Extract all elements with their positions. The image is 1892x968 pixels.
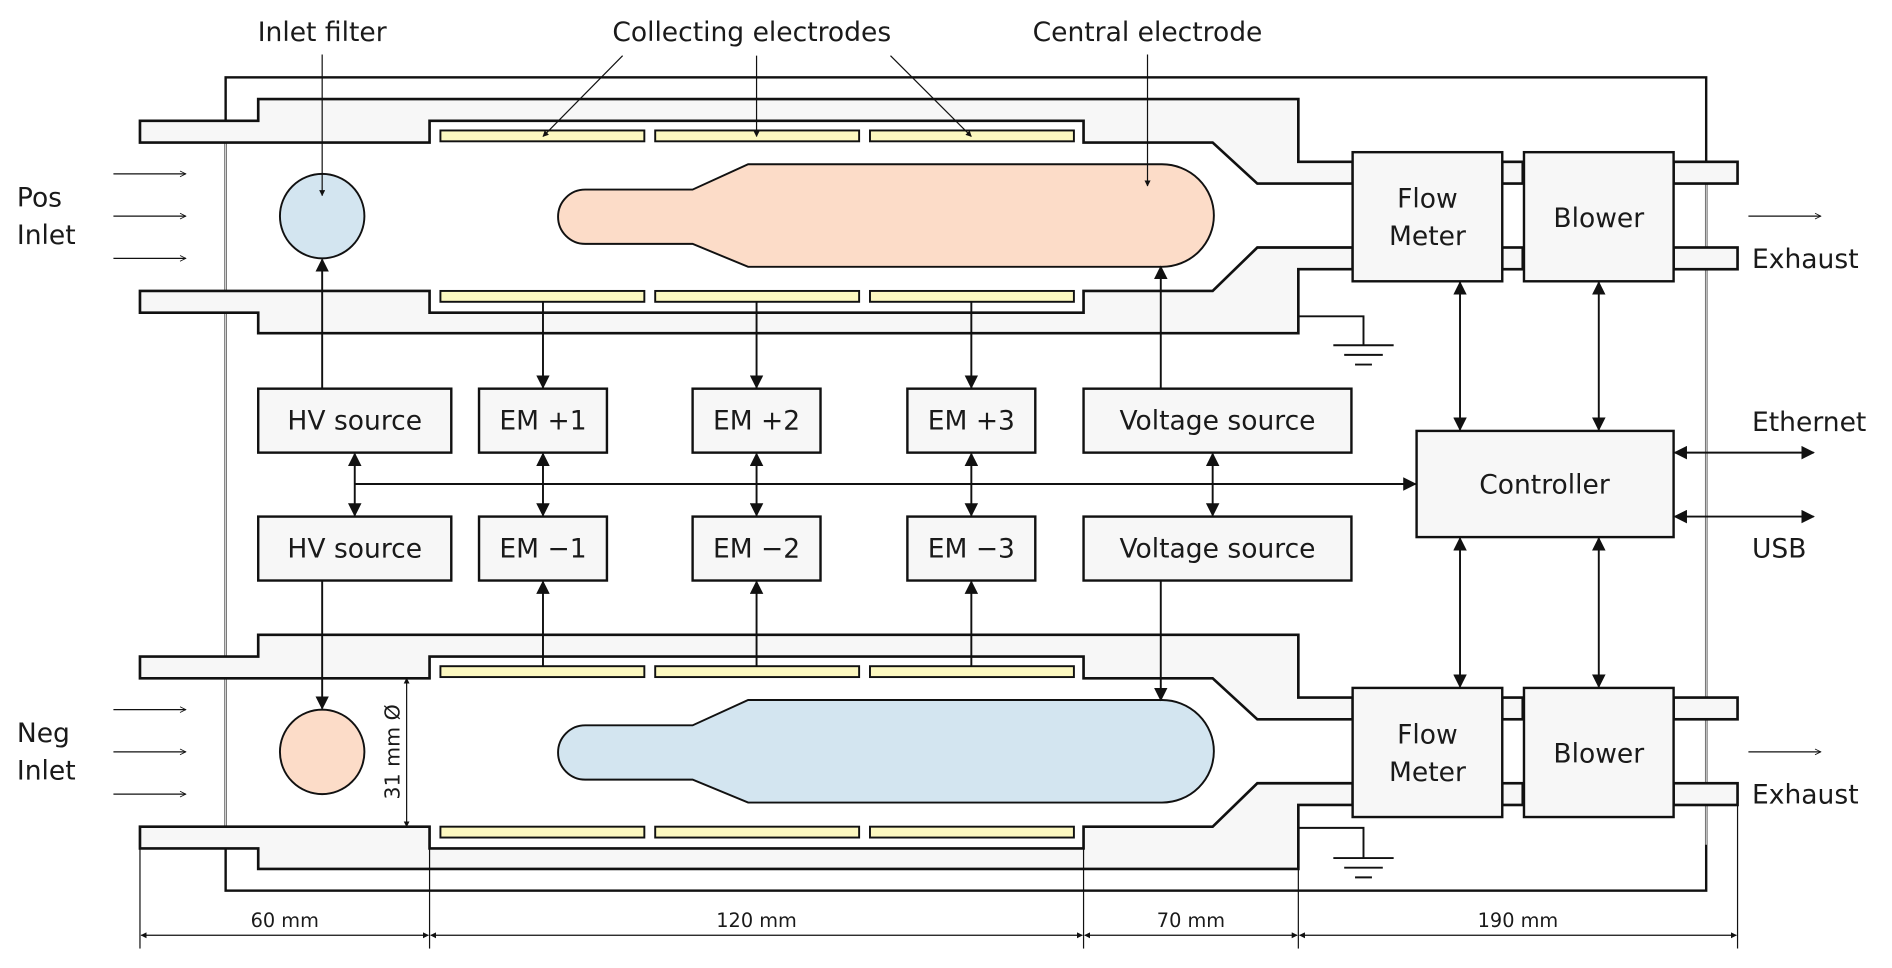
neg-exhaust-pipe-lower: [1672, 781, 1739, 807]
hv-source-pos-label: HV source: [287, 406, 422, 437]
hv-source-pos-box[interactable]: [257, 387, 453, 454]
inlet-filter-title: Inlet filter: [258, 17, 387, 48]
dim-120-label: 120 mm: [716, 909, 797, 932]
dim-190-label: 190 mm: [1478, 909, 1559, 932]
em-minus-2-box[interactable]: [691, 515, 822, 582]
controller-label: Controller: [1479, 470, 1610, 501]
hv-source-neg-label: HV source: [287, 534, 422, 565]
pos-inlet-label-2: Inlet: [17, 220, 76, 251]
pos-exhaust-pipe-lower: [1672, 246, 1739, 271]
usb-label: USB: [1752, 534, 1806, 565]
connections: [315, 258, 1815, 710]
voltage-source-neg-label: Voltage source: [1119, 534, 1315, 565]
voltage-source-pos-label: Voltage source: [1119, 406, 1315, 437]
diameter-label: 31 mm Ø: [380, 704, 404, 799]
collecting-electrode-plate: [439, 289, 646, 303]
flow-meter-bottom-box[interactable]: [1351, 686, 1504, 819]
collecting-electrode-plate: [439, 825, 646, 839]
hv-source-neg-box[interactable]: [257, 515, 453, 582]
collecting-electrode-plate: [869, 665, 1075, 679]
em-minus-1-label: EM −1: [499, 534, 586, 565]
dim-70-label: 70 mm: [1157, 909, 1225, 932]
collecting-electrode-plate: [654, 825, 861, 839]
flow-meter-top-box[interactable]: [1351, 150, 1504, 283]
flow-meter-top-label-2: Meter: [1389, 221, 1466, 252]
neg-outlet-stub-lower: [1500, 781, 1525, 807]
neg-tube-upper-wall: [138, 633, 1354, 721]
neg-row: HV source EM −1 EM −2 EM −3 Voltage sour…: [257, 515, 1353, 582]
collecting-callout-left: [542, 55, 624, 137]
blower-bottom-label: Blower: [1553, 739, 1644, 770]
central-electrode-title: Central electrode: [1033, 17, 1263, 48]
dim-60-label: 60 mm: [251, 909, 319, 932]
pos-tube-upper-wall: [138, 97, 1354, 185]
positive-tube: [138, 97, 1739, 366]
collecting-electrode-plate: [439, 129, 646, 143]
pos-row: HV source EM +1 EM +2 EM +3 Voltage sour…: [257, 387, 1353, 454]
blower-top-label: Blower: [1553, 203, 1644, 234]
ground-symbol-top: [1298, 315, 1394, 366]
neg-inlet-filter: [278, 708, 366, 796]
collecting-electrode-plate: [654, 665, 861, 679]
pos-outlet-stub-lower: [1500, 246, 1525, 271]
collecting-electrode-plate: [869, 289, 1075, 303]
collecting-electrodes-title: Collecting electrodes: [612, 17, 891, 48]
em-plus-1-box[interactable]: [477, 387, 609, 454]
voltage-source-neg-box[interactable]: [1082, 515, 1353, 582]
negative-tube: 31 mm Ø: [138, 633, 1739, 879]
ground-symbol-bottom: [1298, 826, 1394, 879]
controller-box[interactable]: [1415, 429, 1675, 539]
exhaust-bottom-label: Exhaust: [1752, 780, 1859, 811]
em-plus-2-label: EM +2: [713, 406, 800, 437]
em-minus-2-label: EM −2: [713, 534, 800, 565]
collecting-electrode-plate: [654, 289, 861, 303]
flow-meter-top-label-1: Flow: [1397, 184, 1458, 215]
collecting-callout-right: [890, 55, 972, 137]
em-plus-1-label: EM +1: [499, 406, 586, 437]
pos-exhaust-pipe-upper: [1672, 160, 1739, 185]
neg-exhaust-pipe-upper: [1672, 696, 1739, 721]
pos-central-electrode: [557, 163, 1215, 268]
dimension-lines: 60 mm 120 mm 70 mm 190 mm: [139, 804, 1739, 949]
callouts: [319, 54, 1151, 197]
em-minus-3-box[interactable]: [906, 515, 1037, 582]
exhaust-top-label: Exhaust: [1752, 244, 1859, 275]
collecting-electrode-plate: [869, 129, 1075, 143]
collecting-electrode-plate: [869, 825, 1075, 839]
neg-inlet-label-2: Inlet: [17, 756, 76, 787]
em-minus-3-label: EM −3: [928, 534, 1015, 565]
blower-top-box[interactable]: [1522, 150, 1675, 283]
flow-meter-bottom-label-1: Flow: [1397, 719, 1458, 750]
voltage-source-pos-box[interactable]: [1082, 387, 1353, 454]
pos-inlet-label-1: Pos: [17, 182, 62, 213]
flow-meter-bottom-label-2: Meter: [1389, 757, 1466, 788]
collecting-electrode-plate: [439, 665, 646, 679]
flow-arrows: [113, 174, 1820, 794]
pos-outlet-stub-upper: [1500, 160, 1525, 185]
neg-outlet-stub-upper: [1500, 696, 1525, 721]
ethernet-label: Ethernet: [1752, 407, 1866, 438]
neg-inlet-label-1: Neg: [17, 718, 70, 749]
neg-central-electrode: [557, 699, 1215, 804]
em-plus-3-label: EM +3: [928, 406, 1015, 437]
